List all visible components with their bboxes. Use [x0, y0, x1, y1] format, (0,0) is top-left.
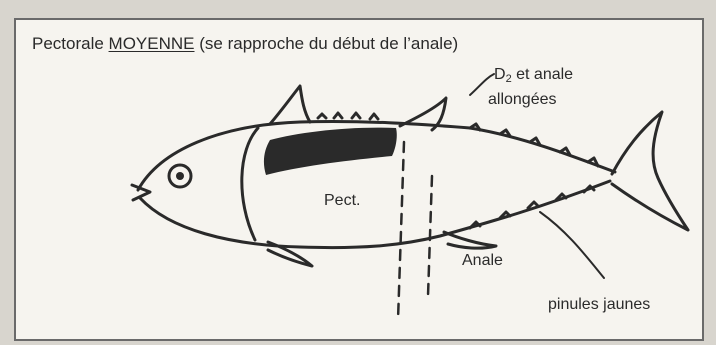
- label-d2-line2: allongées: [488, 91, 557, 109]
- reference-line-pectoral: [398, 142, 404, 320]
- label-d2-rest: et anale: [512, 66, 573, 83]
- gill-cover: [242, 128, 258, 240]
- pectoral-fin: [264, 128, 397, 175]
- label-anal: Anale: [462, 252, 503, 270]
- label-d2-subscript: 2: [506, 73, 512, 85]
- label-d2-line1: D2 et anale: [494, 66, 573, 84]
- body-ventral-outline: [140, 181, 610, 248]
- label-d2-letter: D: [494, 66, 506, 83]
- first-dorsal-fin: [270, 86, 310, 124]
- anal-fin: [444, 232, 496, 248]
- label-finlets: pinules jaunes: [548, 296, 650, 314]
- eye-inner: [176, 172, 184, 180]
- label-pectoral: Pect.: [324, 192, 360, 210]
- reference-line-anal: [428, 176, 432, 296]
- leader-line-finlets: [540, 212, 604, 278]
- mouth: [132, 185, 150, 200]
- caudal-fin: [612, 112, 688, 230]
